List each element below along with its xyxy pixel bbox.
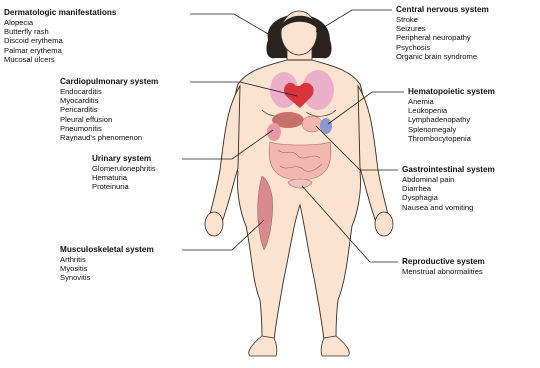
hematopoietic-group: Hematopoietic system Anemia Leukopenia L… <box>408 87 495 143</box>
reproductive-group: Reproductive system Menstrual abnormalit… <box>402 257 485 276</box>
cardiopulmonary-item: Pleural effusion <box>60 115 158 124</box>
cardiopulmonary-item: Pneumonitis <box>60 124 158 133</box>
cns-item: Stroke <box>396 15 489 24</box>
right-hand <box>375 212 393 236</box>
gastrointestinal-list: Abdominal pain Diarrhea Dysphagia Nausea… <box>402 175 495 212</box>
reproductive-title: Reproductive system <box>402 257 485 267</box>
cns-item: Organic brain syndrome <box>396 52 489 61</box>
reproductive-list: Menstrual abnormalities <box>402 267 485 276</box>
dermatologic-group: Dermatologic manifestations Alopecia But… <box>4 8 116 64</box>
hematopoietic-item: Thrombocytopenia <box>408 134 495 143</box>
intestines <box>269 142 331 180</box>
cns-item: Peripheral neuropathy <box>396 33 489 42</box>
hematopoietic-list: Anemia Leukopenia Lymphadenopathy Spleno… <box>408 97 495 143</box>
hematopoietic-item: Splenomegaly <box>408 125 495 134</box>
right-foot <box>321 336 349 356</box>
cardiopulmonary-list: Endocarditis Myocarditis Pericarditis Pl… <box>60 87 158 142</box>
musculoskeletal-list: Arthritis Myositis Synovitis <box>60 255 154 283</box>
urinary-item: Proteinuria <box>92 182 156 191</box>
gastrointestinal-item: Diarrhea <box>402 184 495 193</box>
gastrointestinal-title: Gastrointestinal system <box>402 165 495 175</box>
urinary-group: Urinary system Glomerulonephritis Hematu… <box>92 154 156 192</box>
reproductive-item: Menstrual abnormalities <box>402 267 485 276</box>
cardiopulmonary-item: Myocarditis <box>60 96 158 105</box>
gastrointestinal-group: Gastrointestinal system Abdominal pain D… <box>402 165 495 212</box>
musculoskeletal-title: Musculoskeletal system <box>60 245 154 255</box>
urinary-list: Glomerulonephritis Hematuria Proteinuria <box>92 164 156 192</box>
left-foot <box>249 336 277 356</box>
cardiopulmonary-group: Cardiopulmonary system Endocarditis Myoc… <box>60 77 158 142</box>
gastrointestinal-item: Dysphagia <box>402 193 495 202</box>
dermatologic-item: Palmar erythema <box>4 46 116 55</box>
cns-item: Seizures <box>396 24 489 33</box>
cns-group: Central nervous system Stroke Seizures P… <box>396 5 489 61</box>
dermatologic-item: Mucosal ulcers <box>4 55 116 64</box>
cns-list: Stroke Seizures Peripheral neuropathy Ps… <box>396 15 489 61</box>
left-arm <box>210 86 240 222</box>
dermatologic-item: Alopecia <box>4 18 116 27</box>
cardiopulmonary-item: Raynaud's phenomenon <box>60 133 158 142</box>
cardiopulmonary-item: Endocarditis <box>60 87 158 96</box>
musculoskeletal-item: Synovitis <box>60 273 154 282</box>
cardiopulmonary-item: Pericarditis <box>60 105 158 114</box>
musculoskeletal-item: Arthritis <box>60 255 154 264</box>
dermatologic-item: Butterfly rash <box>4 27 116 36</box>
cns-title: Central nervous system <box>396 5 489 15</box>
urinary-item: Glomerulonephritis <box>92 164 156 173</box>
dermatologic-list: Alopecia Butterfly rash Discoid erythema… <box>4 18 116 64</box>
hematopoietic-item: Lymphadenopathy <box>408 115 495 124</box>
gastrointestinal-item: Abdominal pain <box>402 175 495 184</box>
cns-item: Psychosis <box>396 43 489 52</box>
gastrointestinal-item: Nausea and vomiting <box>402 203 495 212</box>
musculoskeletal-group: Musculoskeletal system Arthritis Myositi… <box>60 245 154 283</box>
hematopoietic-title: Hematopoietic system <box>408 87 495 97</box>
urinary-title: Urinary system <box>92 154 156 164</box>
urinary-item: Hematuria <box>92 173 156 182</box>
hematopoietic-item: Leukopenia <box>408 106 495 115</box>
dermatologic-title: Dermatologic manifestations <box>4 8 116 18</box>
hematopoietic-item: Anemia <box>408 97 495 106</box>
cardiopulmonary-title: Cardiopulmonary system <box>60 77 158 87</box>
dermatologic-item: Discoid erythema <box>4 36 116 45</box>
left-hand <box>205 212 223 236</box>
leader-dermatologic <box>190 14 275 38</box>
stomach <box>302 116 322 132</box>
right-arm <box>358 86 388 222</box>
musculoskeletal-item: Myositis <box>60 264 154 273</box>
leader-cns <box>316 10 392 32</box>
kidney-left <box>267 123 281 141</box>
